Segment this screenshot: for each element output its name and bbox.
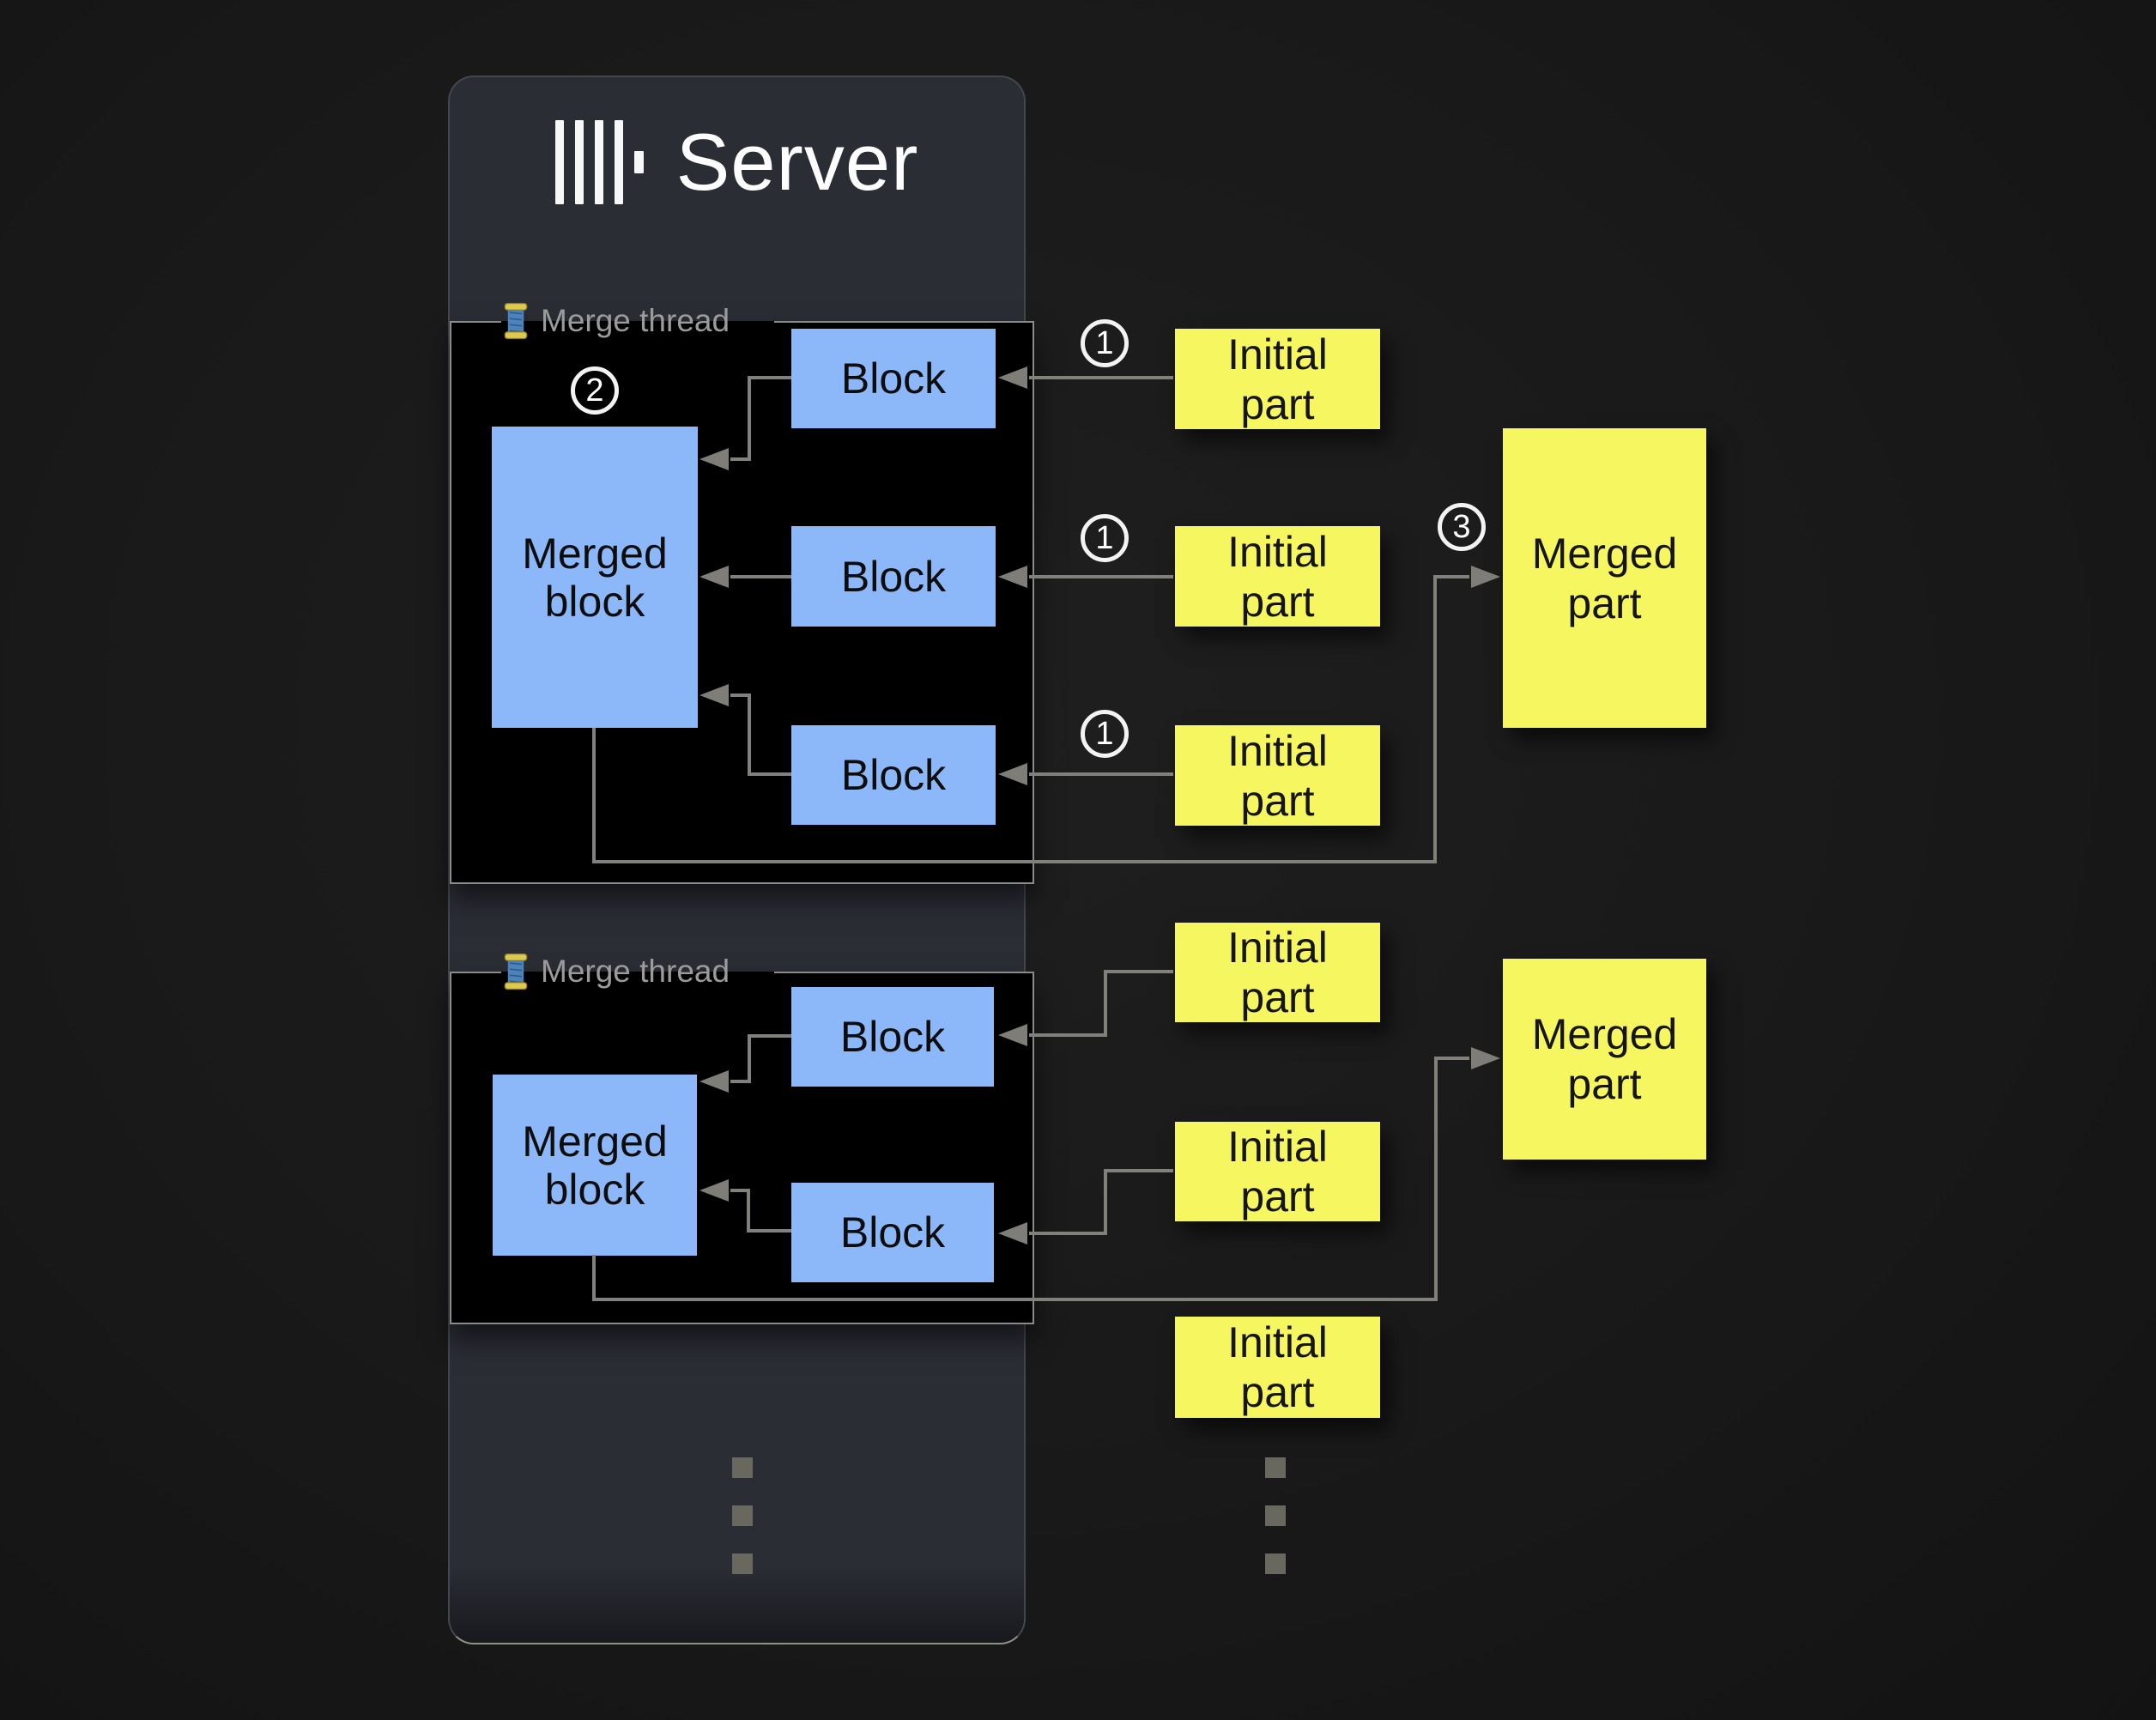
- step-badge-2: 2: [571, 366, 619, 415]
- arrowhead-right-icon: [1471, 1047, 1500, 1069]
- initial-part-bottom-2: Initial part: [1175, 1122, 1380, 1221]
- border-segment: [774, 972, 1033, 973]
- logo-bar: [594, 120, 603, 204]
- border-segment: [451, 972, 501, 973]
- ellipsis-dot: [732, 1505, 753, 1526]
- step-badge-1: 1: [1081, 710, 1129, 758]
- block-1-1: Block: [791, 329, 996, 428]
- logo-dot: [633, 151, 644, 173]
- initial-part-bottom-3: Initial part: [1175, 1317, 1380, 1418]
- connector-line: [1029, 1169, 1173, 1235]
- arrowhead-right-icon: [1471, 566, 1500, 588]
- logo-bar: [574, 120, 584, 204]
- part-label: Merged part: [1531, 1010, 1678, 1108]
- thread-spool-icon: [504, 953, 528, 990]
- step-badge-1: 1: [1081, 319, 1129, 367]
- initial-part-top-2: Initial part: [1175, 526, 1380, 627]
- logo-bar: [614, 120, 623, 204]
- merge-thread-label-2: Merge thread: [501, 952, 730, 991]
- thread-spool-icon: [504, 302, 528, 340]
- merged-block-1: Merged block: [492, 427, 698, 728]
- block-1-2: Block: [791, 526, 996, 627]
- initial-part-bottom-1: Initial part: [1175, 923, 1380, 1022]
- part-label: Initial part: [1227, 527, 1328, 626]
- block-1-3: Block: [791, 725, 996, 825]
- border-segment: [451, 321, 501, 323]
- clickhouse-logo-icon: [554, 120, 644, 204]
- merged-part-top: Merged part: [1503, 428, 1706, 728]
- ellipsis-dot: [1265, 1457, 1286, 1478]
- block-2-1: Block: [791, 987, 994, 1087]
- step-badge-1: 1: [1081, 514, 1129, 562]
- logo-bar: [554, 120, 564, 204]
- merge-thread-text: Merge thread: [541, 303, 730, 338]
- ellipsis-dot: [1265, 1553, 1286, 1574]
- initial-part-top-1: Initial part: [1175, 329, 1380, 429]
- border-segment: [774, 321, 1033, 323]
- block-2-2: Block: [791, 1183, 994, 1282]
- part-label: Initial part: [1227, 1318, 1328, 1416]
- part-label: Initial part: [1227, 1123, 1328, 1220]
- part-label: Initial part: [1227, 726, 1328, 825]
- connector-line: [1029, 970, 1173, 1037]
- part-label: Initial part: [1227, 330, 1328, 428]
- part-label: Merged part: [1531, 529, 1678, 627]
- merge-thread-label-1: Merge thread: [501, 301, 730, 341]
- server-title: Server: [675, 117, 919, 207]
- part-label: Initial part: [1227, 924, 1328, 1021]
- step-badge-3: 3: [1438, 503, 1486, 551]
- merged-block-2: Merged block: [493, 1075, 697, 1256]
- ellipsis-dot: [1265, 1505, 1286, 1526]
- ellipsis-dot: [732, 1553, 753, 1574]
- initial-part-top-3: Initial part: [1175, 725, 1380, 826]
- server-header: Server: [448, 110, 1026, 215]
- merge-thread-text: Merge thread: [541, 954, 730, 989]
- ellipsis-dot: [732, 1457, 753, 1478]
- merged-part-bottom: Merged part: [1503, 959, 1706, 1160]
